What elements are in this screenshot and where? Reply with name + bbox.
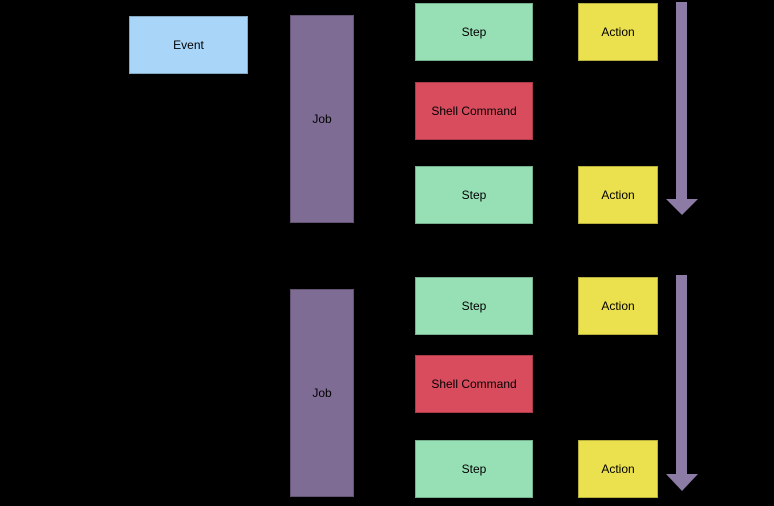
step-node: Step — [415, 3, 533, 61]
step-label: Step — [461, 299, 487, 313]
job-node-1: Job — [290, 15, 354, 223]
job-node-2: Job — [290, 289, 354, 497]
shell-command-node: Shell Command — [415, 82, 533, 140]
step-node: Step — [415, 440, 533, 498]
step-label: Step — [461, 25, 487, 39]
step-label: Step — [461, 188, 487, 202]
action-label: Action — [601, 462, 635, 476]
action-label: Action — [601, 188, 635, 202]
job-label: Job — [312, 112, 332, 126]
event-node: Event — [129, 16, 248, 74]
action-node: Action — [578, 3, 658, 61]
job-label: Job — [312, 386, 332, 400]
shell-command-label: Shell Command — [431, 377, 517, 391]
action-label: Action — [601, 299, 635, 313]
step-label: Step — [461, 462, 487, 476]
step-node: Step — [415, 277, 533, 335]
action-node: Action — [578, 440, 658, 498]
step-node: Step — [415, 166, 533, 224]
down-arrow-icon — [666, 2, 698, 215]
shell-command-node: Shell Command — [415, 355, 533, 413]
action-label: Action — [601, 25, 635, 39]
event-label: Event — [173, 38, 204, 52]
down-arrow-icon — [666, 275, 698, 491]
shell-command-label: Shell Command — [431, 104, 517, 118]
action-node: Action — [578, 166, 658, 224]
action-node: Action — [578, 277, 658, 335]
